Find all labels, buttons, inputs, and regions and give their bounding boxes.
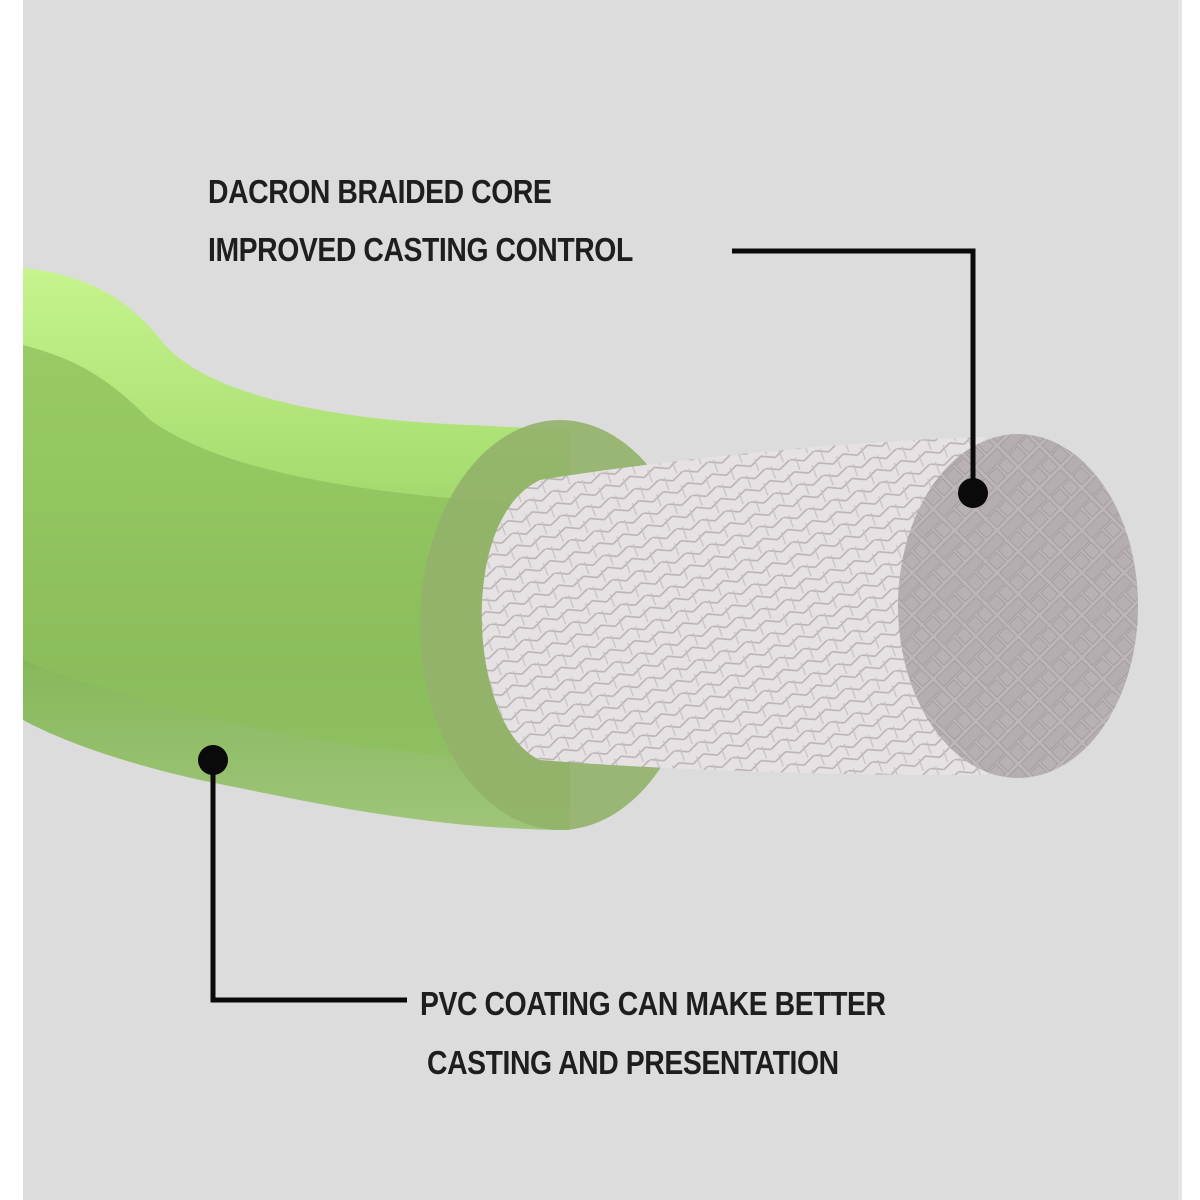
core-callout-line [732, 248, 976, 493]
braided-core-end-face [898, 434, 1138, 778]
braided-core-side [481, 437, 990, 776]
panel-edge [1178, 0, 1182, 1200]
core-callout-dot [958, 478, 988, 508]
coating-callout-line [210, 760, 407, 1003]
coating-callout-dot [198, 745, 228, 775]
core-callout-title: DACRON BRAIDED CORE [208, 173, 552, 210]
coating-callout-subtitle: CASTING AND PRESENTATION [427, 1044, 839, 1081]
coating-callout-title: PVC COATING CAN MAKE BETTER [420, 985, 886, 1022]
core-callout-subtitle: IMPROVED CASTING CONTROL [208, 231, 633, 268]
